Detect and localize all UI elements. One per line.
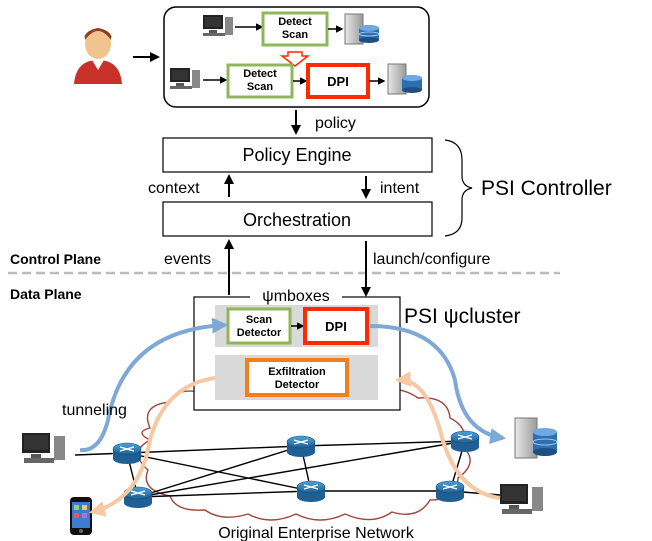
exfil-out-arrow [88,376,216,517]
orchestration-box [162,201,433,237]
control-plane-label: Control Plane [10,251,101,267]
detect-scan-box-1 [261,11,329,47]
router-icon [296,480,326,502]
tunnel-in-arrow [79,317,229,453]
detect-scan-2-line1: Detect [243,68,277,80]
psi-controller-label: PSI Controller [481,177,612,200]
detect-scan-1-line2: Scan [282,29,309,41]
server-icon [514,417,558,459]
policy-engine-label: Policy Engine [242,145,351,165]
computer-icon [170,68,200,89]
scan-detector-box [226,307,292,345]
tunnel-out-arrow [369,324,507,445]
detect-scan-1-line1: Detect [278,16,312,28]
dpi-top-label: DPI [327,74,349,89]
tunneling-label: tunneling [62,402,127,419]
router-icon [450,430,480,452]
server-icon [387,63,422,95]
server-icon [344,13,380,45]
detect-scan-2-line2: Scan [247,81,274,93]
router-icon [286,435,316,457]
computer-icon [203,15,233,36]
data-plane-label: Data Plane [10,286,82,302]
launch-configure-label: launch/configure [373,251,491,268]
exfil-line2: Detector [275,379,320,391]
scan-detector-line2: Detector [237,327,282,339]
router-icon [112,442,142,464]
mboxes-label: ψmboxes [262,288,329,305]
scan-detector-line1: Scan [246,314,273,326]
orchestration-label: Orchestration [243,210,351,230]
computer-icon [22,433,65,463]
context-label: context [148,180,200,197]
computer-icon [500,484,543,514]
dpi-box-cluster [303,307,369,345]
exfiltration-detector-box [245,358,349,397]
controller-brace [444,139,473,237]
network-label: Original Enterprise Network [218,525,415,541]
intent-label: intent [380,180,420,197]
exfil-line1: Exfiltration [268,366,326,378]
events-label: events [164,251,211,268]
exfil-in-arrow [394,371,501,500]
policy-label: policy [315,115,356,132]
router-icon [435,480,465,502]
dpi-cluster-label: DPI [325,319,347,334]
psi-cluster-label: PSI ψcluster [404,305,521,328]
detect-scan-box-2 [226,63,294,99]
dpi-box-top [306,63,370,99]
user-icon [74,28,122,84]
phone-icon [70,497,92,535]
mboxes-label-bg [250,286,342,306]
transform-arrow [279,51,311,67]
policy-intent-box: Detect Scan Detect Scan DPI [163,6,430,108]
policy-engine-box [162,137,433,173]
